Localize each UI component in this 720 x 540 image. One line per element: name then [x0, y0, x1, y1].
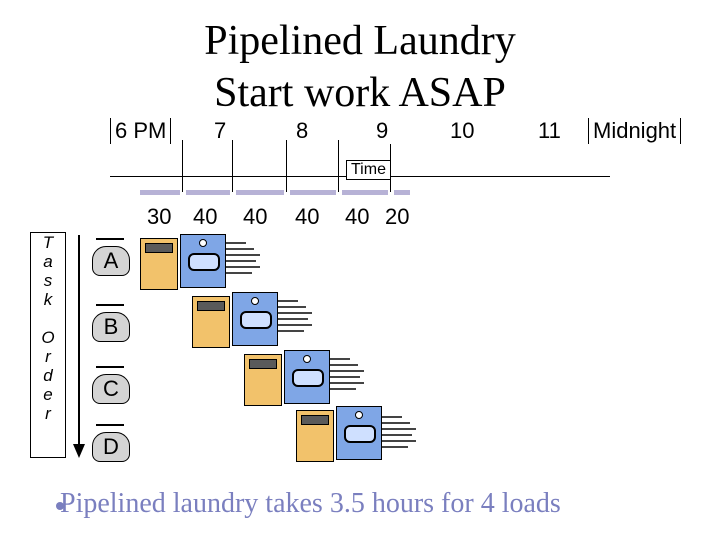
- washer-icon: [244, 354, 282, 406]
- task-order-arrow: [78, 235, 80, 447]
- dryer-icon: [336, 406, 382, 460]
- hour-label-8: 8: [292, 118, 313, 144]
- dryer-icon: [180, 234, 226, 288]
- laundry-bag-icon: D: [90, 424, 130, 462]
- washer-icon: [296, 410, 334, 462]
- task-order-label: T a s k O r d e r: [30, 232, 66, 458]
- timeline-tick: [286, 140, 287, 192]
- duration-label: 40: [342, 204, 373, 230]
- timeline-tick: [182, 140, 183, 192]
- hour-label-6pm: 6 PM: [110, 118, 172, 144]
- duration-segment: [186, 190, 230, 195]
- duration-label: 30: [144, 204, 175, 230]
- summary-caption: Pipelined laundry takes 3.5 hours for 4 …: [60, 488, 561, 519]
- folding-icon: [226, 240, 262, 280]
- load-label-c: C: [92, 374, 130, 404]
- hour-label-7: 7: [210, 118, 231, 144]
- duration-label: 40: [190, 204, 221, 230]
- bullet-icon: [56, 502, 64, 510]
- washer-icon: [192, 296, 230, 348]
- title-line-1: Pipelined Laundry: [204, 18, 516, 64]
- laundry-bag-icon: C: [90, 366, 130, 404]
- washer-icon: [140, 238, 178, 290]
- timeline-tick: [232, 140, 233, 192]
- dryer-icon: [232, 292, 278, 346]
- load-label-a: A: [92, 246, 130, 276]
- hour-label-midnight: Midnight: [588, 118, 682, 144]
- folding-icon: [278, 298, 314, 338]
- timeline-tick: [338, 140, 339, 192]
- arrowhead-icon: [73, 444, 85, 458]
- hour-label-11: 11: [534, 118, 565, 144]
- laundry-bag-icon: B: [90, 304, 130, 342]
- duration-segment: [342, 190, 388, 195]
- duration-label: 40: [240, 204, 271, 230]
- laundry-bag-icon: A: [90, 238, 130, 276]
- load-label-d: D: [92, 432, 130, 462]
- duration-segment: [140, 190, 180, 195]
- hour-label-9: 9: [372, 118, 393, 144]
- load-label-b: B: [92, 312, 130, 342]
- duration-label: 20: [382, 204, 413, 230]
- title-line-2: Start work ASAP: [214, 70, 506, 116]
- folding-icon: [330, 356, 366, 396]
- duration-label: 40: [292, 204, 323, 230]
- hour-label-10: 10: [446, 118, 479, 144]
- time-axis-label: Time: [346, 160, 391, 180]
- duration-segment: [394, 190, 410, 195]
- folding-icon: [382, 414, 418, 454]
- duration-segment: [236, 190, 284, 195]
- duration-segment: [290, 190, 336, 195]
- dryer-icon: [284, 350, 330, 404]
